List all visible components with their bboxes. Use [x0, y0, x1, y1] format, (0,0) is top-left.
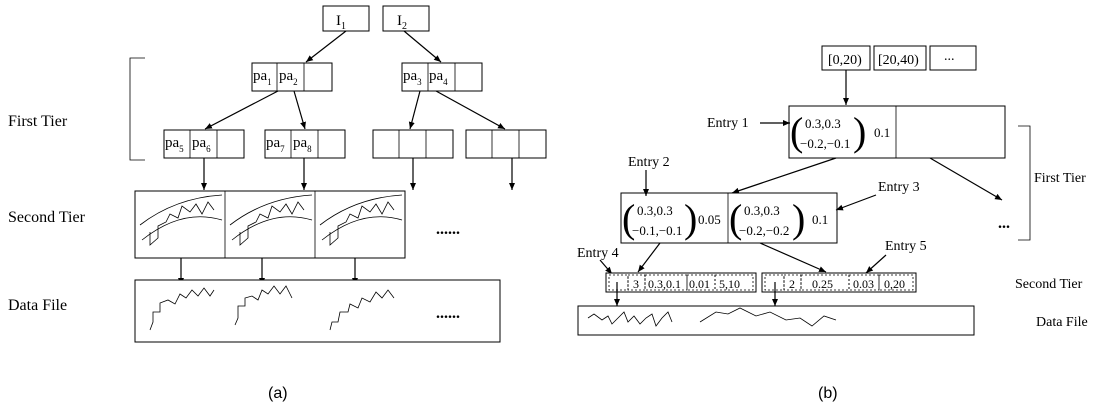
node-empty-1: [373, 130, 453, 158]
data-file-ellipsis: ......: [436, 305, 460, 322]
child-to-leaf-right-arrow: [760, 243, 826, 272]
root-node-top: 0.3,0.3: [805, 116, 841, 131]
first-tier-more-ellipsis: ...: [998, 215, 1010, 232]
first-tier-bracket-b: [1018, 126, 1030, 240]
first-tier-label-b: First Tier: [1034, 171, 1086, 186]
entry-5-label: Entry 5: [885, 239, 927, 254]
root-to-child-arrow: [732, 158, 836, 193]
svg-text:): ): [684, 196, 697, 241]
entry-4-label: Entry 4: [577, 246, 619, 261]
leaf-left-range: 5,10: [719, 277, 740, 291]
leaf-right-range: 0,20: [884, 277, 905, 291]
child-left-value: 0.05: [698, 212, 721, 227]
data-file-label-a: Data File: [8, 297, 67, 314]
second-tier-label-a: Second Tier: [8, 209, 86, 226]
node-empty-2: [466, 130, 546, 158]
first-tier-label-a: First Tier: [8, 113, 68, 130]
data-file-label-b: Data File: [1036, 315, 1088, 330]
leaf-left-count: 3: [633, 277, 639, 291]
tree-arrows-a: [204, 31, 512, 190]
node-pa7-pa8: pa7 pa8: [265, 130, 345, 158]
root-node-b: ( ) 0.3,0.3 −0.2,−0.1 0.1: [789, 106, 1005, 158]
entry-2-label: Entry 2: [628, 155, 670, 170]
child-right-bottom: −0.2,−0.2: [739, 223, 789, 238]
leaf-node-left: 3 0.3,0.1 0.01 5,10: [606, 273, 756, 292]
first-tier-bracket: [130, 58, 145, 160]
leaf-right-count: 2: [789, 277, 795, 291]
child-right-top: 0.3,0.3: [744, 203, 780, 218]
leaf-left-radius: 0.01: [689, 277, 710, 291]
second-tier-label-b: Second Tier: [1015, 277, 1083, 292]
svg-text:): ): [853, 109, 866, 154]
caption-a: (a): [268, 385, 288, 402]
child-right-value: 0.1: [812, 212, 828, 227]
root-to-more-arrow: [930, 158, 1002, 200]
entry-1-label: Entry 1: [707, 116, 749, 131]
panel-a: I1 I2 pa1 pa2 pa3 pa4 pa5 pa6: [8, 6, 546, 402]
child-to-leaf-left-arrow: [638, 243, 660, 272]
svg-text:): ): [792, 196, 805, 241]
entry-3-label: Entry 3: [878, 180, 920, 195]
leaf-node-right: 2 0.25 0.03 0,20: [762, 273, 916, 292]
node-pa3-pa4: pa3 pa4: [402, 63, 482, 91]
entry-3-arrow: [836, 195, 876, 210]
entry-4-arrow: [600, 260, 612, 274]
range-0-20-label: [0,20): [828, 53, 862, 68]
root-node-bottom: −0.2,−0.1: [800, 136, 850, 151]
child-left-bottom: −0.1,−0.1: [632, 223, 682, 238]
caption-b: (b): [818, 385, 838, 402]
node-pa5-pa6: pa5 pa6: [164, 130, 244, 158]
root-node-value: 0.1: [874, 125, 890, 140]
root-box-i1: [323, 6, 369, 31]
second-tier-boxes: [135, 191, 405, 258]
child-left-top: 0.3,0.3: [637, 203, 673, 218]
node-pa1-pa2: pa1 pa2: [252, 63, 332, 91]
range-more-label: ...: [944, 49, 955, 64]
child-node-b: ( ) 0.3,0.3 −0.1,−0.1 0.05 ( ) 0.3,0.3 −…: [621, 193, 837, 243]
leaf-left-center: 0.3,0.1: [648, 277, 681, 291]
panel-b: [0,20) [20,40) ... ( ) 0.3,0.3 −0.2,−0.1…: [577, 46, 1088, 402]
leaf-right-center: 0.25: [812, 277, 833, 291]
leaf-right-radius: 0.03: [853, 277, 874, 291]
range-20-40-label: [20,40): [878, 53, 919, 68]
entry-5-arrow: [866, 255, 886, 273]
second-tier-ellipsis: ......: [436, 221, 460, 238]
